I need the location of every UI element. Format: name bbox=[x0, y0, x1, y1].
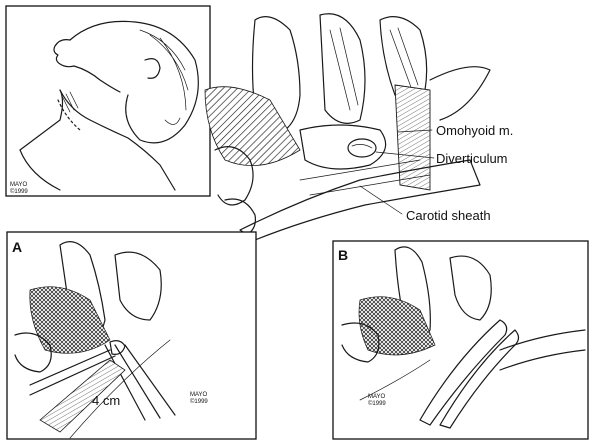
panel-b: B MAYO ©1999 bbox=[332, 240, 589, 440]
credit-a-year: ©1999 bbox=[190, 398, 208, 405]
credit-b-name: MAYO bbox=[368, 394, 386, 400]
panel-b-letter: B bbox=[338, 247, 348, 263]
label-diverticulum: Diverticulum bbox=[436, 151, 508, 166]
label-carotid-sheath: Carotid sheath bbox=[406, 208, 491, 223]
credit-year: ©1999 bbox=[10, 188, 28, 195]
credit-b-year: ©1999 bbox=[368, 400, 386, 407]
credit-panel-a: MAYO ©1999 bbox=[190, 392, 208, 405]
credit-panel-b: MAYO ©1999 bbox=[368, 394, 386, 407]
panel-a-letter: A bbox=[12, 239, 22, 255]
credit-name: MAYO bbox=[10, 182, 28, 188]
panel-a: A 4 cm MAYO ©1999 bbox=[6, 231, 257, 440]
credit-a-name: MAYO bbox=[190, 392, 208, 398]
credit-inset: MAYO ©1999 bbox=[10, 182, 28, 195]
main-diverticulum-exposure: Omohyoid m. Diverticulum Carotid sheath bbox=[204, 13, 513, 241]
inset-patient-position: MAYO ©1999 bbox=[5, 5, 211, 197]
label-4cm: 4 cm bbox=[92, 393, 120, 408]
label-omohyoid: Omohyoid m. bbox=[436, 123, 513, 138]
